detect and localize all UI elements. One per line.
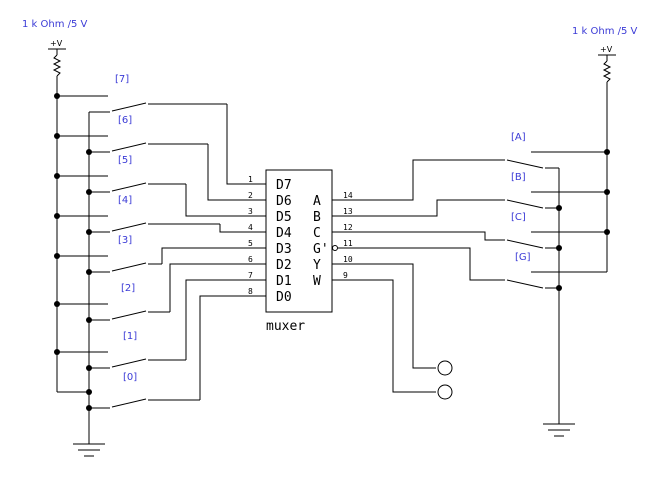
chip-output-w: W [313, 274, 321, 289]
chip-input-d7: D7 [276, 178, 292, 193]
right-supply-rating: 1 k Ohm /5 V [572, 26, 638, 37]
pin-5: 5 [248, 239, 253, 248]
data-switch-1[interactable]: [1] [54, 331, 186, 371]
chip-input-d6: D6 [276, 194, 292, 209]
left-supply-symbol: +V [50, 39, 63, 48]
select-switch-c-label: [C] [511, 212, 526, 223]
pin-4: 4 [248, 223, 253, 232]
left-ground-icon [73, 440, 105, 457]
data-switch-5[interactable]: [5] [54, 155, 186, 195]
data-switch-2[interactable]: [2] [54, 283, 170, 323]
left-supply-rating: 1 k Ohm /5 V [22, 19, 88, 30]
data-switch-0[interactable]: [0] [86, 372, 200, 411]
select-switch-b-label: [B] [511, 172, 526, 183]
data-switch-1-label: [1] [123, 331, 137, 342]
pin-12: 12 [343, 223, 353, 232]
pin-1: 1 [248, 175, 253, 184]
select-switch-a-label: [A] [511, 132, 526, 143]
right-pullup-resistor-icon [602, 60, 612, 83]
right-ground-icon [543, 423, 575, 437]
data-switch-6[interactable]: [6] [54, 115, 208, 155]
data-switch-3-label: [3] [118, 235, 132, 246]
inversion-bubble-icon [332, 245, 338, 251]
chip-input-d1: D1 [276, 274, 292, 289]
data-switch-7[interactable]: [7] [54, 74, 227, 113]
chip-input-d2: D2 [276, 258, 292, 273]
pin-13: 13 [343, 207, 353, 216]
chip-output-g: G' [313, 242, 329, 257]
right-supply-symbol: +V [600, 45, 613, 54]
data-switch-4-label: [4] [118, 195, 132, 206]
pin-9: 9 [343, 271, 348, 280]
pin-10: 10 [343, 255, 353, 264]
chip-input-d3: D3 [276, 242, 292, 257]
pin-7: 7 [248, 271, 253, 280]
pin-2: 2 [248, 191, 253, 200]
select-switch-c[interactable]: [C] [506, 212, 610, 251]
chip-name: muxer [266, 319, 305, 334]
data-switch-6-label: [6] [118, 115, 132, 126]
pin-8: 8 [248, 287, 253, 296]
pin-6: 6 [248, 255, 253, 264]
chip-output-a: A [313, 194, 321, 209]
select-switch-g-label: [G] [515, 252, 531, 263]
chip-input-d0: D0 [276, 290, 292, 305]
chip-output-y: Y [313, 258, 321, 273]
chip-output-b: B [313, 210, 321, 225]
data-switch-5-label: [5] [118, 155, 132, 166]
pin-14: 14 [343, 191, 353, 200]
data-switch-2-label: [2] [121, 283, 135, 294]
right-supply: 1 k Ohm /5 V +V [572, 26, 638, 272]
chip-output-c: C [313, 226, 321, 241]
select-switch-b[interactable]: [B] [506, 172, 610, 211]
data-switch-0-label: [0] [123, 372, 137, 383]
left-supply: 1 k Ohm /5 V +V [22, 19, 88, 96]
select-switch-a[interactable]: [A] [506, 132, 610, 169]
output-wires [332, 159, 505, 393]
pin-3: 3 [248, 207, 253, 216]
data-switch-4[interactable]: [4] [54, 195, 220, 235]
pin-11: 11 [343, 239, 353, 248]
data-switch-7-label: [7] [115, 74, 129, 85]
select-switch-g[interactable]: [G] [506, 252, 607, 291]
chip-input-d4: D4 [276, 226, 292, 241]
data-switch-3[interactable]: [3] [54, 235, 162, 275]
output-lamp-w [437, 384, 453, 400]
output-lamp-y [437, 360, 453, 376]
chip-input-d5: D5 [276, 210, 292, 225]
mux-chip: 1 2 3 4 5 6 7 8 D7 D6 D5 D4 D3 D2 D1 D0 … [248, 169, 353, 334]
left-pullup-resistor-icon [52, 54, 62, 77]
input-wires [161, 104, 266, 400]
